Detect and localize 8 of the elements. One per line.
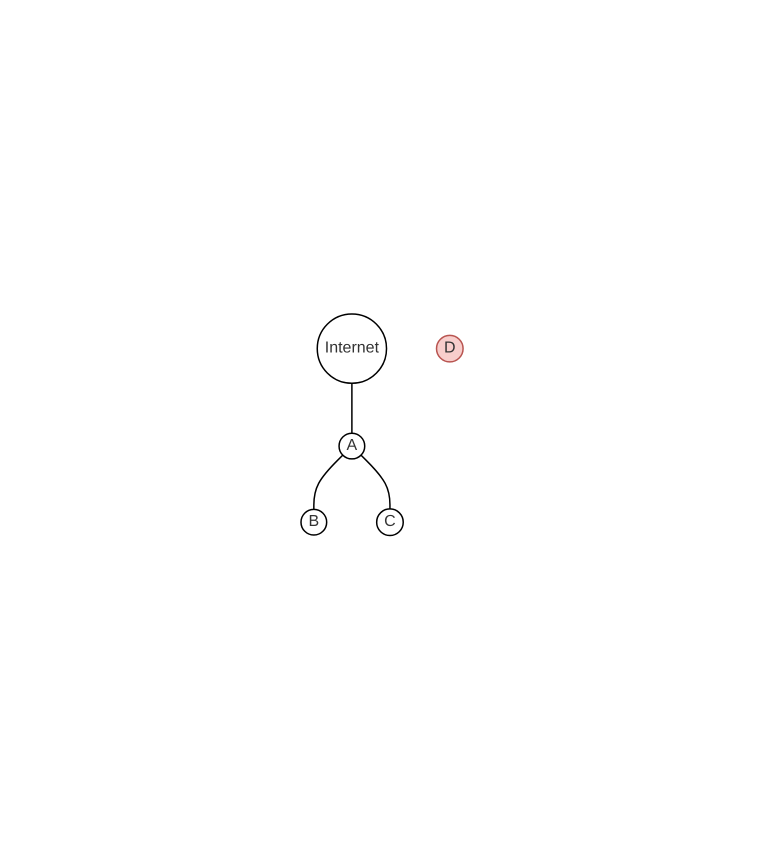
node-circle: A <box>338 432 366 460</box>
node-circle: C <box>376 508 404 536</box>
node-circle: Internet <box>316 314 388 384</box>
connector <box>314 454 344 510</box>
connector <box>360 454 392 510</box>
node-circle: B <box>300 508 328 536</box>
connector <box>352 384 354 434</box>
node-circle: D <box>436 334 464 363</box>
